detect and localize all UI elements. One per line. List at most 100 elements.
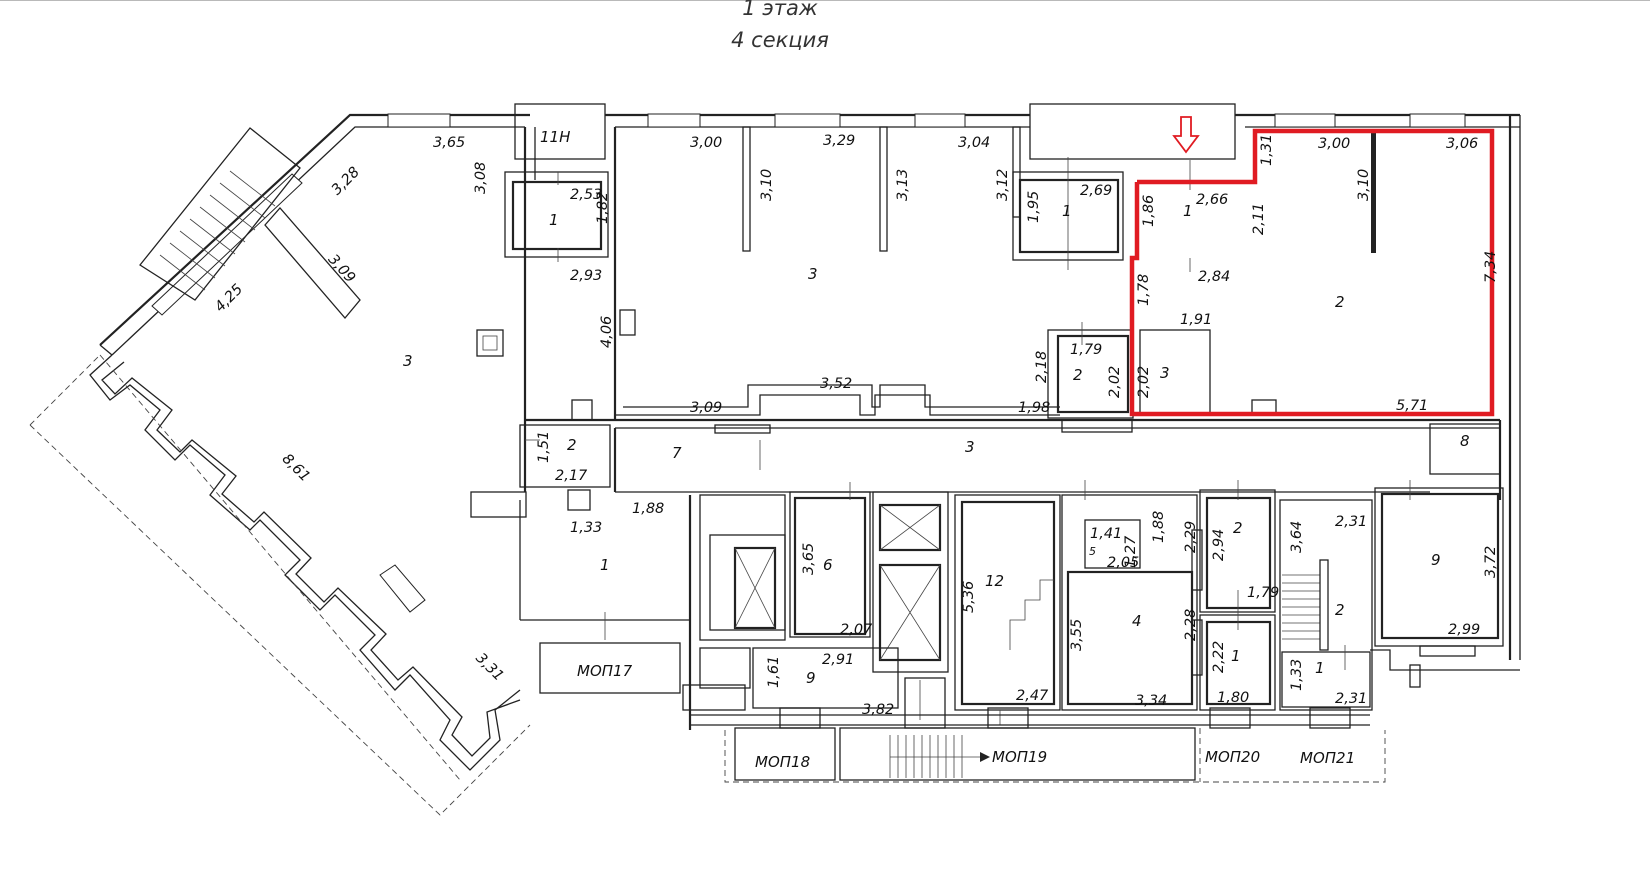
room-label: 3 [403,352,413,370]
mop-label: МОП19 [992,748,1047,766]
mop-label: МОП17 [577,662,633,680]
mop-label: МОП20 [1205,748,1260,766]
dim-label: 1,79 [1247,585,1279,601]
dim-label: 2,07 [840,622,873,638]
room-labels: 11Н 3 1 2 1 3 1 2 1 2 3 7 3 8 6 12 5 4 2… [403,128,1470,687]
room-9-walls [1370,480,1520,688]
room-label: 2 [1233,519,1243,537]
dim-label: 3,08 [473,162,489,194]
section-title: 4 секция [731,28,829,52]
dim-label: 2,66 [1196,192,1228,208]
dim-label: 3,65 [801,543,817,575]
room-label: 9 [1431,551,1441,569]
dim-label: 8,61 [279,451,313,485]
dim-label: 2,22 [1211,641,1227,673]
room-label: 6 [823,556,833,574]
dim-label: 3,10 [1356,169,1372,201]
dim-label: 1,88 [1151,511,1167,543]
room-label: 9 [806,669,816,687]
dim-label: 4,25 [212,281,246,315]
dim-label: 1,33 [570,520,602,536]
mop-label: МОП18 [755,753,810,771]
dim-label: 3,13 [895,169,911,201]
dim-label: 3,12 [995,169,1011,201]
dim-label: 3,65 [433,135,465,151]
dim-label: 3,64 [1289,521,1305,553]
dim-label: 1,86 [1141,195,1157,227]
room-11n-block [504,103,609,262]
middle-hall-walls [605,103,1236,420]
right-top-walls [1139,113,1521,660]
dim-label: 2,31 [1335,691,1367,707]
dim-label: 2,29 [1183,521,1199,553]
dim-label: 3,72 [1483,546,1499,578]
dim-label: 1,95 [1026,191,1042,223]
dim-label: 2,99 [1448,622,1480,638]
dim-label: 2,47 [1016,688,1049,704]
dim-label: 2,93 [570,268,602,284]
dim-label: 2,17 [555,468,588,484]
stair-rooms-walls [1199,480,1373,711]
dim-label: 1,41 [1090,526,1122,542]
room-label: 4 [1132,612,1142,630]
dim-label: 4,06 [599,316,615,348]
room-label: 1 [1231,647,1241,665]
dim-label: 2,02 [1107,366,1123,398]
room-label: 1 [1183,202,1193,220]
dim-label: 1,27 [1123,535,1139,568]
room-4-walls [1061,480,1203,711]
room-label: 3 [1160,364,1170,382]
dim-label: 2,84 [1198,269,1230,285]
mop-labels: МОП17 МОП18 МОП19 МОП20 МОП21 [577,662,1355,771]
room-label: 3 [808,265,818,283]
room-label: 1 [549,211,559,229]
mop-label: МОП21 [1300,749,1355,767]
dim-label: 3,04 [958,135,990,151]
dim-label: 3,00 [690,135,722,151]
dim-label: 2,02 [1136,366,1152,398]
dim-label: 1,51 [536,431,552,463]
dim-label: 2,18 [1034,351,1050,383]
mop-strip [690,707,1386,783]
dim-label: 3,52 [820,376,852,392]
dim-label: 3,09 [325,252,359,287]
dim-label: 2,94 [1211,529,1227,561]
room-label: 2 [1073,366,1083,384]
dim-label: 2,91 [822,652,854,668]
corridor-walls [470,399,1502,518]
room-label: 11Н [540,128,570,146]
dim-label: 1,79 [1070,342,1102,358]
dim-label: 3,34 [1135,693,1167,709]
left-wing-walls [29,113,536,816]
floor-title: 1 этаж [742,0,818,20]
room-label: 1 [1062,202,1072,220]
dim-label: 2,11 [1251,203,1267,235]
dim-label: 1,31 [1259,134,1275,166]
dim-label: 2,05 [1107,555,1139,571]
room-label: 7 [672,444,682,462]
dim-label: 3,55 [1069,619,1085,651]
dim-label: 7,34 [1483,251,1499,283]
room-label: 1 [1315,659,1325,677]
room-label: 8 [1460,432,1470,450]
dim-label: 5,71 [1396,398,1428,414]
dim-label: 3,82 [862,702,894,718]
dimension-labels: 3,65 3,28 3,09 4,25 8,61 3,31 3,08 2,53 … [212,133,1499,718]
lower-left-walls [519,495,746,730]
room-label: 2 [1335,601,1345,619]
dim-label: 1,82 [595,192,611,224]
dim-label: 2,53 [570,187,602,203]
dim-label: 3,29 [823,133,855,149]
dim-label: 1,33 [1289,659,1305,691]
dim-label: 1,80 [1217,690,1249,706]
dim-label: 3,31 [472,650,506,684]
dim-label: 1,98 [1018,400,1050,416]
dim-label: 1,78 [1136,274,1152,306]
room-label: 5 [1089,545,1096,558]
dim-label: 5,36 [961,581,977,613]
dim-label: 2,28 [1183,609,1199,641]
down-arrow-icon [1172,116,1200,154]
room-label: 12 [985,572,1004,590]
room-12-walls [954,494,1061,725]
